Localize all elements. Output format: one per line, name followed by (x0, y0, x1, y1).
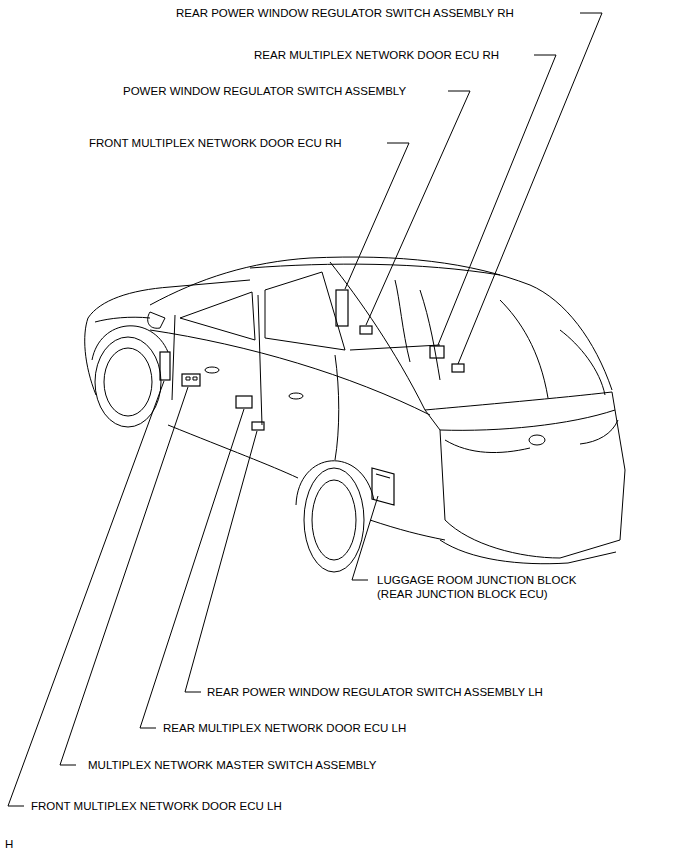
emblem (529, 435, 545, 445)
leader-line (8, 381, 164, 806)
c-pillar (330, 262, 425, 410)
window-switch (452, 364, 464, 372)
part-label: REAR MULTIPLEX NETWORK DOOR ECU LH (162, 721, 407, 735)
door-ecu (160, 352, 170, 380)
part-label: LUGGAGE ROOM JUNCTION BLOCK (REAR JUNCTI… (376, 573, 578, 601)
switch-buttons (186, 377, 197, 380)
hood-line (88, 280, 250, 318)
door-handle (289, 393, 303, 399)
part-label: POWER WINDOW REGULATOR SWITCH ASSEMBLY (122, 84, 407, 98)
trunk-edge (425, 392, 612, 410)
leader-line (140, 409, 244, 728)
figure-code: H (4, 837, 14, 851)
rear-rim (312, 480, 356, 560)
interior-lines (350, 300, 605, 398)
trunk-rear-edge (440, 410, 615, 430)
trunk-corners (425, 392, 615, 430)
leader-line (60, 387, 188, 765)
leader-line (366, 91, 470, 325)
front-side-window (180, 292, 255, 340)
door-ecu (236, 396, 252, 408)
window-switch (360, 326, 372, 334)
rear-bumper (445, 520, 620, 558)
far-roof-line (250, 264, 500, 275)
rear-wheel-arch (296, 461, 374, 505)
rear-lower-body (370, 520, 445, 540)
part-label: FRONT MULTIPLEX NETWORK DOOR ECU RH (88, 136, 343, 150)
door-ecu (430, 346, 444, 358)
beltline (150, 330, 430, 415)
part-label: MULTIPLEX NETWORK MASTER SWITCH ASSEMBLY (87, 758, 377, 772)
rear-wheel (304, 468, 364, 572)
door-handle (205, 367, 219, 373)
rocker (168, 425, 298, 478)
part-label: FRONT MULTIPLEX NETWORK DOOR ECU LH (30, 799, 283, 813)
mirror (148, 312, 165, 328)
front-wheel-arch (92, 326, 168, 360)
window-switch (252, 422, 264, 430)
rear-face (440, 410, 625, 540)
leader-line (352, 496, 378, 580)
headlight (95, 317, 150, 322)
door-ecu (336, 290, 348, 326)
rear-bumper-lower (440, 540, 616, 564)
master-switch (182, 374, 200, 386)
rear-side-window (265, 272, 345, 350)
front-rim (104, 348, 152, 416)
junction-block (372, 468, 394, 505)
front-bumper (85, 318, 96, 395)
front-wheel (95, 337, 161, 427)
front-seat (395, 280, 440, 380)
roof-line (150, 257, 612, 390)
part-label: REAR MULTIPLEX NETWORK DOOR ECU RH (253, 48, 500, 62)
tail-lights (445, 420, 618, 453)
part-label: REAR POWER WINDOW REGULATOR SWITCH ASSEM… (206, 685, 544, 699)
leader-line (185, 431, 257, 692)
leader-line (458, 13, 602, 364)
part-label: REAR POWER WINDOW REGULATOR SWITCH ASSEM… (175, 6, 515, 20)
leader-line (345, 143, 409, 289)
leader-line (438, 55, 556, 345)
